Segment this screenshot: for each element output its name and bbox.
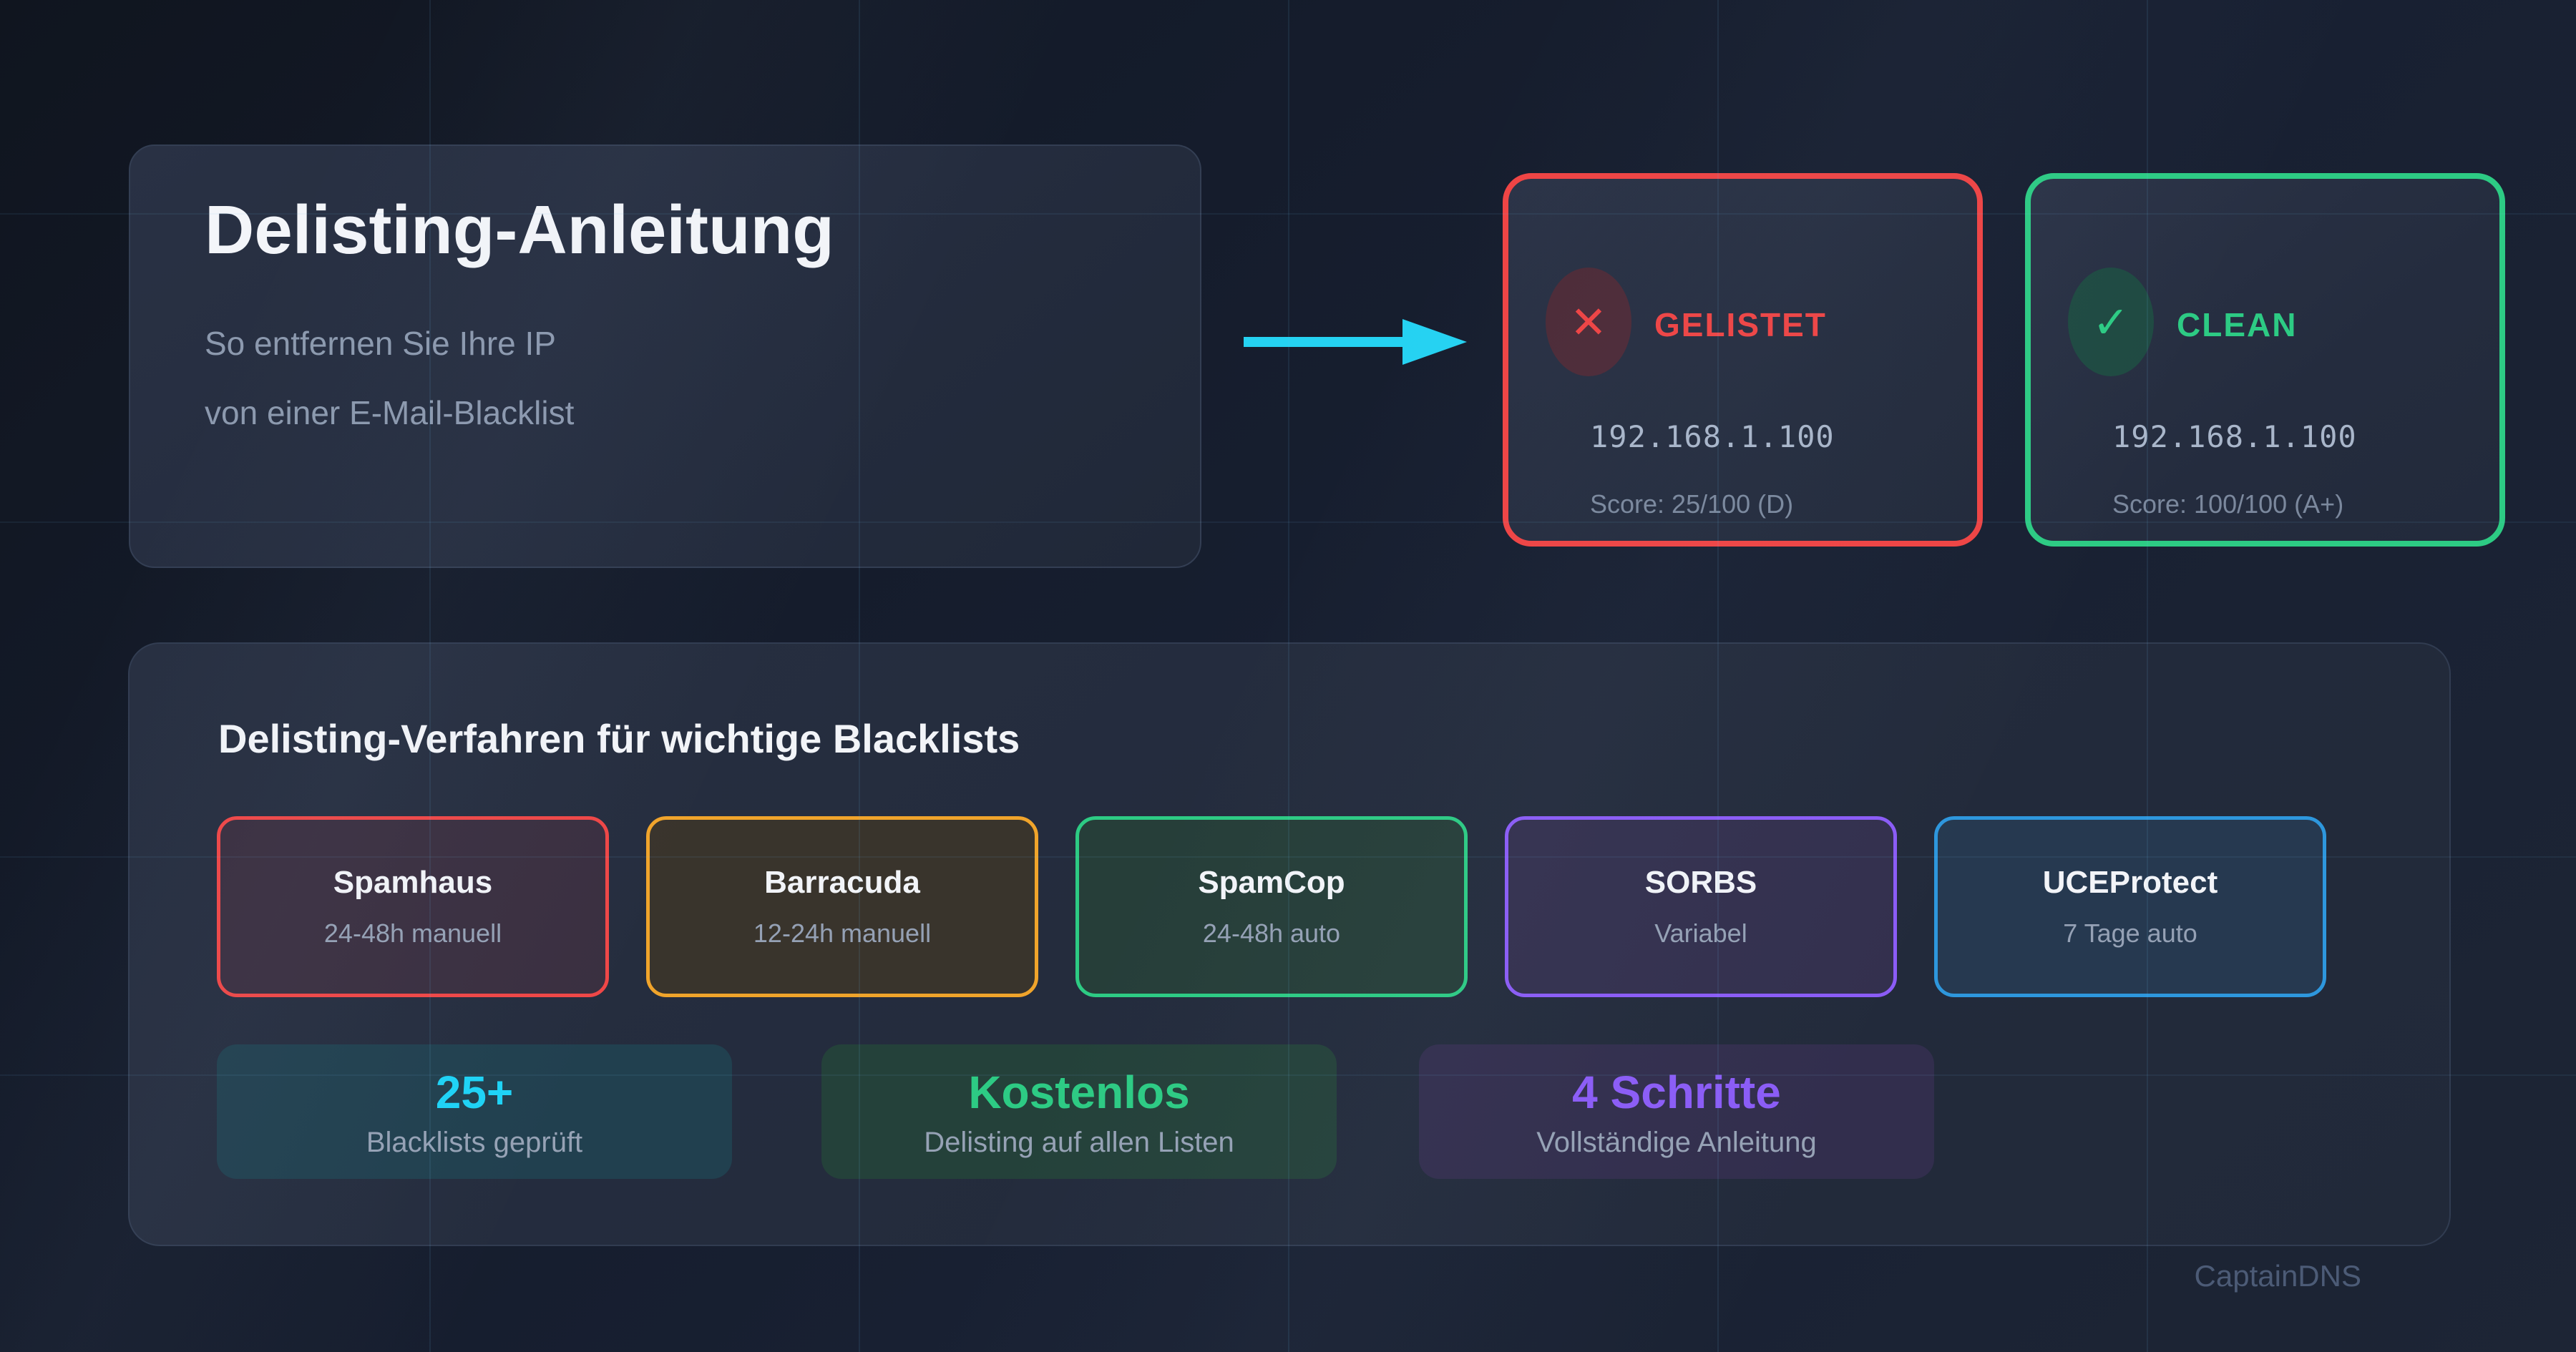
ip-address: 192.168.1.100 (1590, 419, 1835, 454)
blacklist-name: UCEProtect (2042, 865, 2218, 900)
page-subtitle: So entfernen Sie Ihre IP von einer E-Mai… (205, 325, 575, 431)
blacklist-time: Variabel (1654, 919, 1747, 948)
blacklist-name: Barracuda (764, 865, 920, 900)
check-icon: ✓ (2068, 268, 2154, 376)
page-title: Delisting-Anleitung (205, 192, 834, 268)
panel-heading: Delisting-Verfahren für wichtige Blackli… (218, 716, 1020, 761)
blacklist-time: 7 Tage auto (2063, 919, 2197, 948)
status-label-clean: CLEAN (2177, 306, 2298, 343)
flow-arrow-icon (1244, 319, 1467, 365)
stat-label: Blacklists geprüft (366, 1127, 583, 1158)
score-text: Score: 100/100 (A+) (2112, 489, 2344, 519)
status-card-clean: ✓ CLEAN 192.168.1.100 Score: 100/100 (A+… (2025, 173, 2505, 547)
stat-value: 25+ (435, 1067, 514, 1118)
blacklist-name: SpamCop (1198, 865, 1345, 900)
blacklist-card-spamcop: SpamCop 24-48h auto (1075, 816, 1468, 997)
blacklist-card-spamhaus: Spamhaus 24-48h manuell (217, 816, 609, 997)
brand-watermark: CaptainDNS (2194, 1259, 2361, 1293)
stat-box-free: Kostenlos Delisting auf allen Listen (821, 1044, 1337, 1179)
stat-box-blacklists-checked: 25+ Blacklists geprüft (217, 1044, 732, 1179)
stat-value: Kostenlos (968, 1067, 1190, 1118)
blacklist-time: 24-48h manuell (323, 919, 502, 948)
stat-label: Vollständige Anleitung (1536, 1127, 1817, 1158)
stat-value: 4 Schritte (1572, 1067, 1781, 1118)
blacklist-time: 12-24h manuell (753, 919, 932, 948)
status-card-listed: ✕ GELISTET 192.168.1.100 Score: 25/100 (… (1503, 173, 1983, 547)
intro-card: Delisting-Anleitung So entfernen Sie Ihr… (129, 144, 1201, 568)
stat-label: Delisting auf allen Listen (924, 1127, 1234, 1158)
delisting-panel: Delisting-Verfahren für wichtige Blackli… (128, 642, 2451, 1246)
ip-address: 192.168.1.100 (2112, 419, 2357, 454)
blacklist-name: Spamhaus (333, 865, 493, 900)
blacklist-time: 24-48h auto (1202, 919, 1341, 948)
blacklist-card-sorbs: SORBS Variabel (1505, 816, 1897, 997)
score-text: Score: 25/100 (D) (1590, 489, 1794, 519)
blacklist-card-uceprotect: UCEProtect 7 Tage auto (1934, 816, 2326, 997)
stat-box-steps: 4 Schritte Vollständige Anleitung (1419, 1044, 1934, 1179)
status-label-listed: GELISTET (1654, 306, 1827, 343)
blacklist-card-barracuda: Barracuda 12-24h manuell (646, 816, 1038, 997)
x-icon: ✕ (1546, 268, 1631, 376)
blacklist-name: SORBS (1644, 865, 1757, 900)
